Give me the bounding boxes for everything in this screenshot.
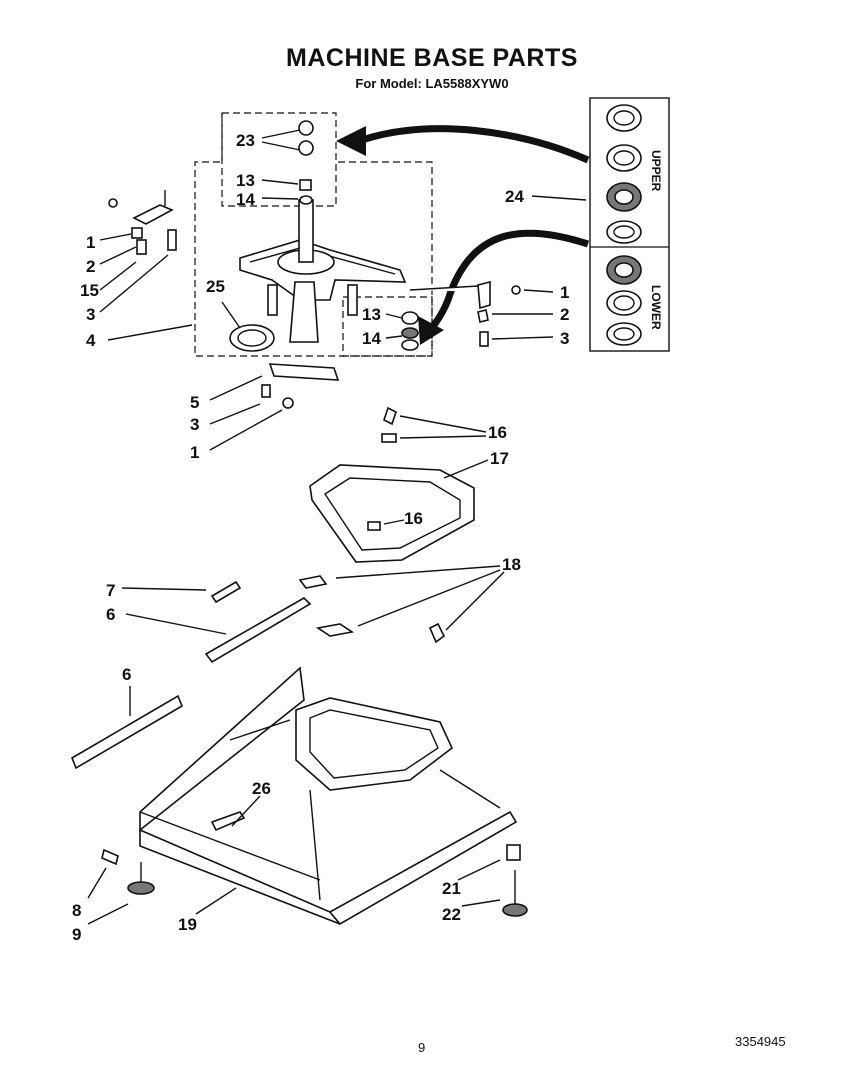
callout-16-lower: 16 — [404, 509, 423, 528]
document-number: 3354945 — [735, 1034, 786, 1049]
callout-1-left: 1 — [86, 233, 95, 252]
callout-7: 7 — [106, 581, 115, 600]
callout-8: 8 — [72, 901, 81, 920]
callout-14-right: 14 — [362, 329, 381, 348]
callout-26: 26 — [252, 779, 271, 798]
callout-13-right: 13 — [362, 305, 381, 324]
machine-base-19 — [139, 666, 518, 926]
callout-numbers: 23 13 14 24 1 2 15 3 4 25 1 2 3 13 14 5 … — [72, 131, 569, 944]
callout-16-top: 16 — [488, 423, 507, 442]
callout-3-lower: 3 — [190, 415, 199, 434]
callout-13-top: 13 — [236, 171, 255, 190]
callout-3-right: 3 — [560, 329, 569, 348]
small-parts-row — [71, 575, 446, 770]
lower-label: LOWER — [649, 285, 663, 330]
lower-bracket — [261, 363, 340, 409]
callout-24: 24 — [505, 187, 524, 206]
transmission-assembly — [229, 120, 491, 352]
bearing-kit-box: UPPER LOWER — [589, 97, 670, 352]
callout-17: 17 — [490, 449, 509, 468]
callout-9: 9 — [72, 925, 81, 944]
callout-5: 5 — [190, 393, 199, 412]
lower-bearing-icons — [606, 255, 642, 346]
callout-19: 19 — [178, 915, 197, 934]
callout-15: 15 — [80, 281, 99, 300]
callout-3-left: 3 — [86, 305, 95, 324]
page-title: MACHINE BASE PARTS — [286, 44, 578, 72]
callout-18: 18 — [502, 555, 521, 574]
callout-22: 22 — [442, 905, 461, 924]
callout-4: 4 — [86, 331, 96, 350]
callout-23: 23 — [236, 131, 255, 150]
callout-6-lower: 6 — [122, 665, 131, 684]
callout-14-top: 14 — [236, 190, 255, 209]
callout-21: 21 — [442, 879, 461, 898]
callout-6-upper: 6 — [106, 605, 115, 624]
right-bracket-hardware — [477, 280, 521, 347]
leader-lines — [87, 129, 587, 925]
callout-1-lower: 1 — [190, 443, 199, 462]
bearing-kit-arrows — [336, 125, 590, 345]
model-subtitle: For Model: LA5588XYW0 — [355, 76, 509, 91]
transmission-assembly-box — [194, 112, 433, 357]
upper-label: UPPER — [649, 150, 663, 192]
callout-2-right: 2 — [560, 305, 569, 324]
callout-2-left: 2 — [86, 257, 95, 276]
upper-bearing-icons — [606, 104, 642, 244]
suspension-frame-17 — [309, 406, 475, 563]
callout-25: 25 — [206, 277, 225, 296]
callout-1-right: 1 — [560, 283, 569, 302]
leveling-feet — [101, 844, 528, 917]
page-number: 9 — [418, 1040, 426, 1055]
left-bracket-hardware — [108, 190, 177, 255]
